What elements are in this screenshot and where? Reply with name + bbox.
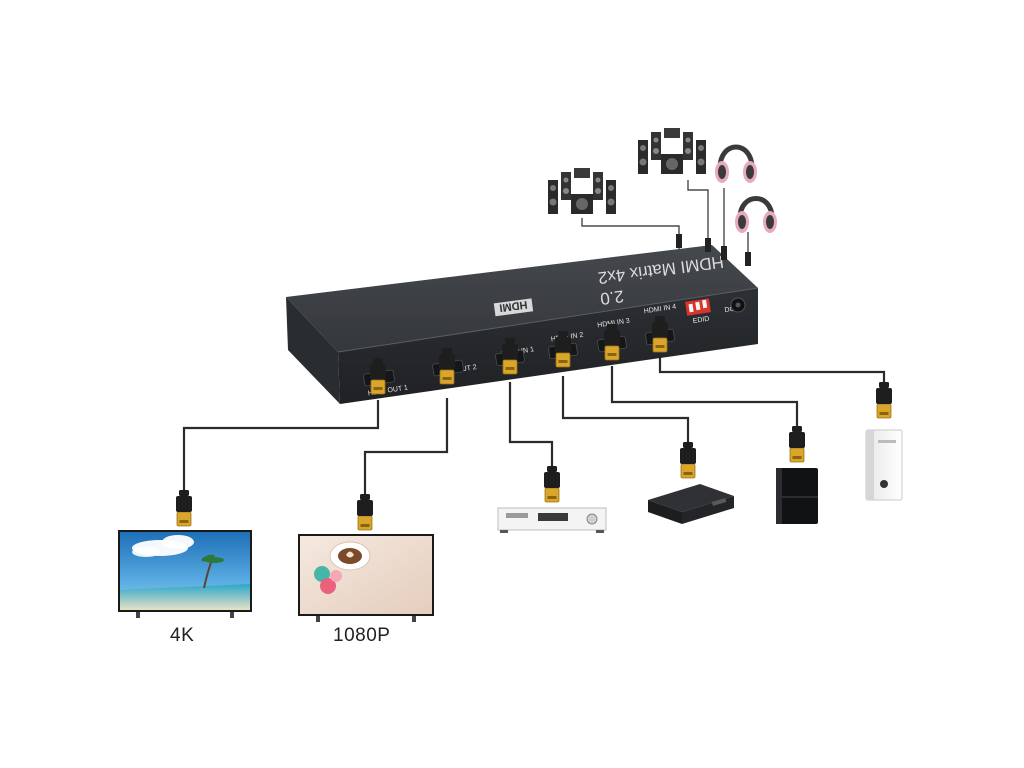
audio-jacks	[676, 234, 751, 266]
caption-4k: 4K	[170, 625, 195, 646]
edid-dip-switch	[685, 298, 711, 316]
dvd-player	[497, 507, 607, 533]
cable-out1-to-4k-display	[182, 400, 380, 492]
audio-cables	[581, 180, 749, 266]
cable-in2-to-set-top-box	[561, 376, 690, 444]
set-top-box	[648, 484, 734, 524]
display-4k	[118, 530, 252, 618]
cable-out2-to-1080p-display	[363, 398, 449, 496]
surround-speaker-set-2	[638, 128, 706, 174]
hdmi-logo: HDMI	[493, 298, 534, 317]
caption-1080p: 1080P	[333, 625, 391, 646]
cable-in3-to-game-console	[610, 366, 799, 428]
pc-tower	[865, 429, 903, 501]
hdmi-matrix-device: 2.0 HDMI Matrix 4x2 HDMI HDMI OUT 1 HDMI…	[286, 245, 759, 404]
cable-in1-to-dvd-player	[508, 382, 554, 468]
surround-speaker-set-1	[548, 168, 616, 214]
power-jack	[730, 297, 746, 313]
headphones-1	[715, 144, 757, 183]
port-label-in3: HDMI IN 3	[597, 318, 630, 330]
device-brand-version: 2.0	[599, 286, 625, 308]
headphones-2	[735, 196, 777, 233]
svg-text:HDMI: HDMI	[499, 298, 528, 314]
cable-in4-to-pc	[658, 354, 886, 384]
port-label-edid: EDID	[692, 316, 710, 325]
display-1080p	[298, 534, 434, 622]
game-console	[776, 468, 818, 524]
port-label-in4: HDMI IN 4	[643, 303, 676, 315]
